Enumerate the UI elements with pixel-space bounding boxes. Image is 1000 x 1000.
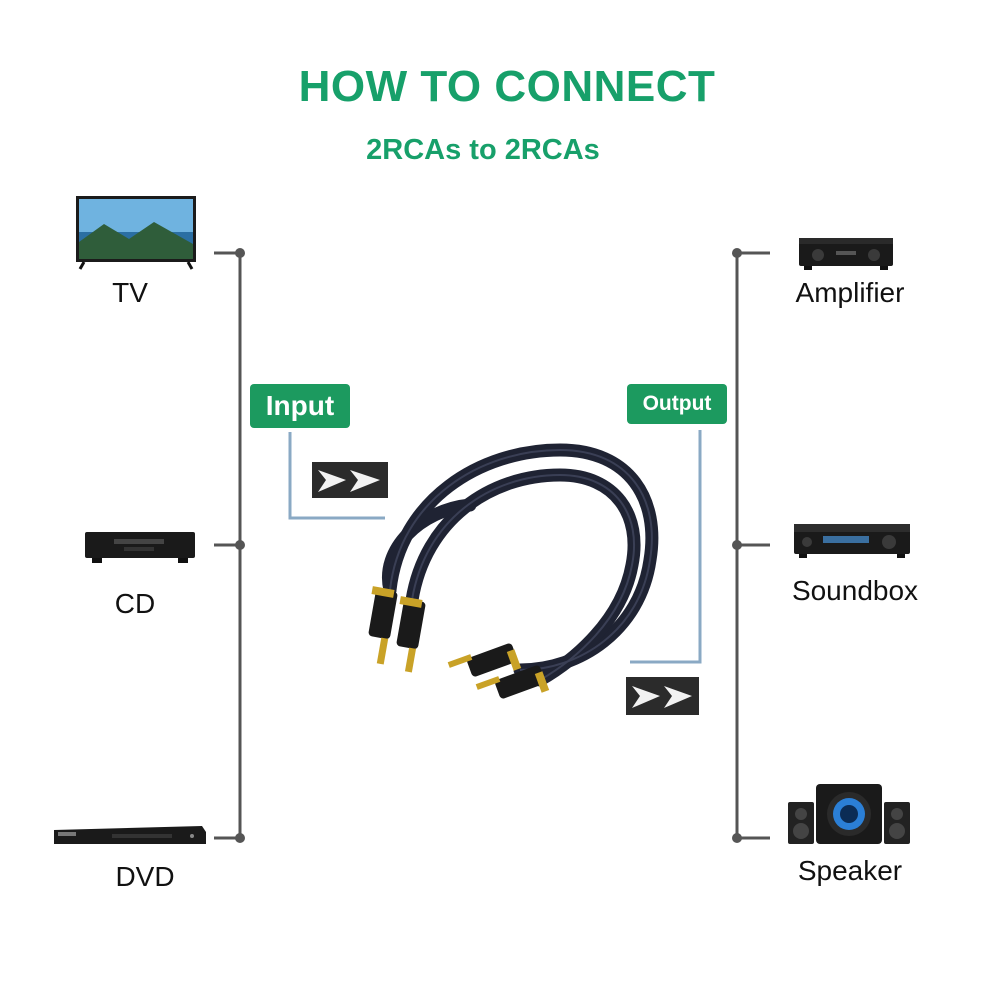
tv-icon [76,196,196,270]
receiver-icon [794,524,910,558]
device-label-amplifier: Amplifier [795,277,905,308]
amplifier-icon [799,238,893,270]
input-tag: Input [250,384,350,428]
device-label-soundbox: Soundbox [791,575,919,606]
rca-cable-icon [368,443,659,699]
device-label-dvd: DVD [115,861,175,892]
dvd-player-icon [54,826,206,844]
speaker-icon [788,784,910,844]
output-arrow-icon [626,677,699,715]
input-arrow-icon [312,462,388,498]
diagram-subtitle: 2RCAs to 2RCAs [366,134,600,166]
device-label-tv: TV [112,277,148,308]
device-label-speaker: Speaker [797,855,903,886]
cd-player-icon [85,532,195,563]
output-tag: Output [627,384,727,424]
device-label-cd: CD [114,588,156,619]
diagram-title: HOW TO CONNECT [298,62,716,111]
